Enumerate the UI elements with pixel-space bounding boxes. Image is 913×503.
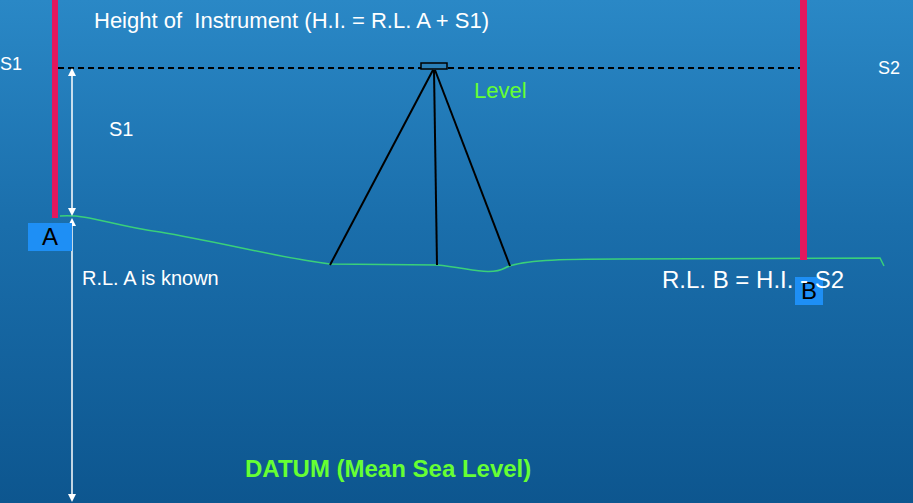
ground-line — [60, 216, 884, 272]
datum-label: DATUM (Mean Sea Level) — [245, 456, 531, 482]
staff-reading: S1 — [0, 55, 22, 75]
levelling-staff — [52, 0, 58, 218]
dimension-arrow — [71, 222, 73, 498]
dimension-arrow — [71, 72, 73, 212]
tripod-leg — [330, 70, 433, 265]
point-marker: A — [28, 223, 72, 251]
title-formula: Height of Instrument (H.I. = R.L. A + S1… — [94, 9, 489, 33]
point-letter: A — [42, 225, 58, 249]
reduced-level-note: R.L. A is known — [82, 267, 219, 289]
levelling-staff — [800, 0, 807, 260]
staff-reading: S2 — [878, 59, 900, 79]
tripod-leg — [434, 70, 437, 265]
instrument-label: Level — [474, 79, 527, 103]
level-instrument — [421, 63, 447, 69]
reduced-level-formula: R.L. B = H.I. - S2 — [662, 267, 844, 293]
dimension-label: S1 — [109, 118, 133, 140]
